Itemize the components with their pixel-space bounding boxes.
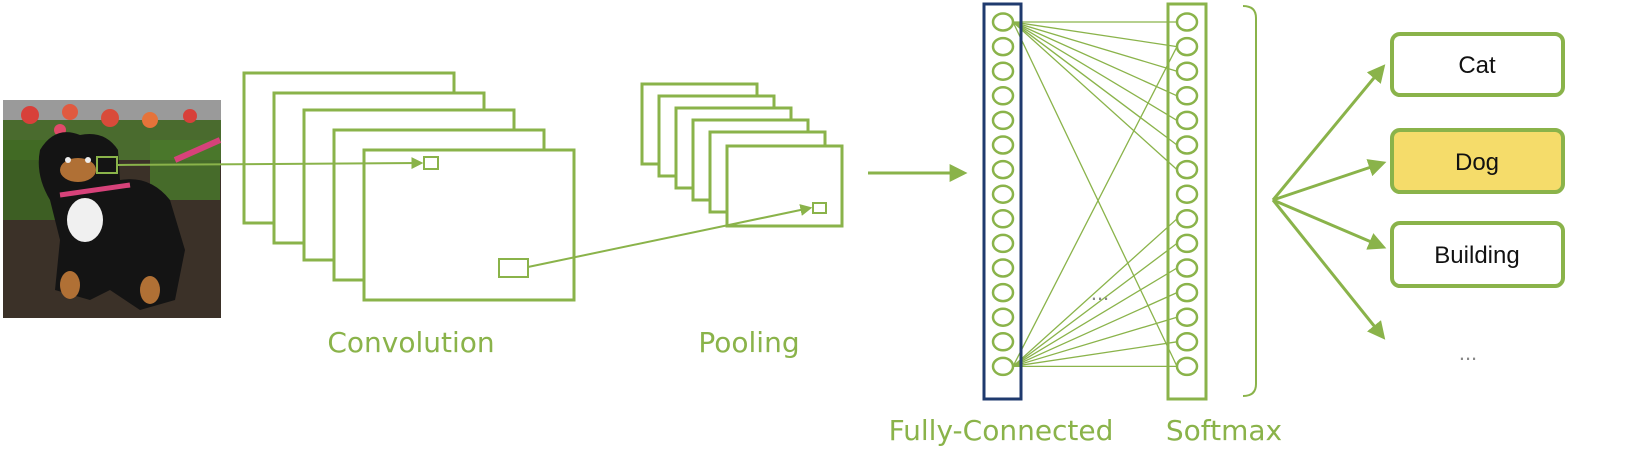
softmax-neuron [1175,86,1199,106]
convolution-feature-maps [242,71,576,302]
output-class-cat: Cat [1390,32,1565,97]
softmax-layer [1166,2,1208,401]
connection-line [1012,218,1178,367]
fc-neuron [991,12,1015,32]
softmax-neuron [1175,36,1199,57]
fc-neuron [991,209,1015,229]
connection-line [1012,21,1178,48]
fully-connected-label: Fully-Connected [889,414,1114,447]
output-class-building: Building [1390,221,1565,288]
output-label-dog: Dog [1455,149,1499,176]
arrow-to-dog [1272,159,1387,202]
connection-line [1012,21,1178,97]
output-arrows [1271,64,1387,340]
softmax-neuron [1175,184,1199,204]
softmax-neuron [1175,61,1199,81]
fc-neuron [991,86,1015,106]
arrow-to-cat [1271,64,1386,201]
connection-line [1012,267,1178,367]
connection-line [1012,341,1178,368]
softmax-neuron [1175,233,1199,254]
connection-line [1012,46,1178,367]
fc-neurons [991,12,1015,377]
softmax-neurons [1175,12,1199,377]
fc-neuron [991,282,1015,303]
fc-neuron [991,307,1015,327]
fc-neuron [991,110,1015,131]
softmax-label: Softmax [1166,414,1282,447]
fc-neuron [991,258,1015,278]
connection-line [1012,316,1178,368]
fc-softmax-connections [1012,21,1178,368]
softmax-neuron [1175,258,1199,278]
arrow-to-more [1271,199,1386,340]
output-label-cat: Cat [1458,52,1496,79]
input-dog-photo [3,100,222,318]
fc-neuron [991,332,1015,352]
fc-neuron [991,61,1015,81]
softmax-neuron [1175,159,1199,180]
softmax-neuron [1175,332,1199,352]
connection-line [1012,21,1178,146]
softmax-neuron [1175,12,1199,32]
output-class-dog: Dog [1390,128,1565,194]
fc-neuron [991,233,1015,254]
pooling-label: Pooling [698,326,799,359]
more-outputs-ellipsis: ... [1459,340,1477,365]
output-label-building: Building [1434,242,1519,269]
softmax-neuron [1175,356,1199,377]
fc-neuron [991,36,1015,57]
conv-to-pool-arrow [527,204,813,268]
fc-neuron [991,135,1015,155]
conv-output-patch [423,156,439,170]
input-to-conv-arrow [116,157,424,170]
softmax-neuron [1175,110,1199,131]
fc-neuron [991,184,1015,204]
softmax-neuron [1175,209,1199,229]
arrow-to-building [1272,198,1387,250]
hidden-connections-ellipsis: ... [1091,280,1109,305]
connection-line [1012,21,1178,72]
softmax-neuron [1175,135,1199,155]
softmax-neuron [1175,307,1199,327]
fully-connected-layer [982,2,1023,401]
conv-pool-window [498,258,529,278]
connection-line [1012,21,1178,171]
pool-output-patch [812,202,827,214]
conv-map-5 [362,148,576,302]
connection-line [1012,242,1178,367]
fc-neuron [991,159,1015,180]
connection-line [1012,292,1178,367]
connection-line [1012,21,1178,121]
connection-line [1012,21,1178,367]
fc-neuron [991,356,1015,377]
softmax-neuron [1175,282,1199,303]
softmax-bracket [1242,5,1257,397]
convolution-label: Convolution [327,326,494,359]
